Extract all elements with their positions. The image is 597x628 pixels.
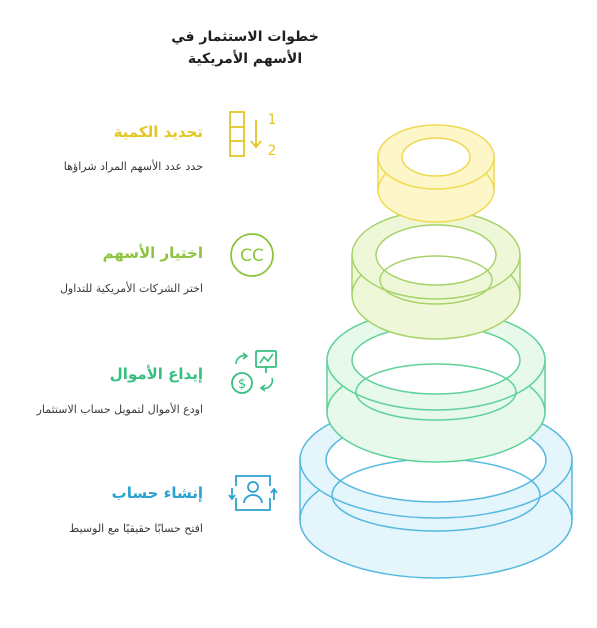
step-account-heading: إنشاء حساب [111,484,203,502]
quantity-icon-label-bottom: 2 [268,143,277,159]
step-stock-selection-description: اختر الشركات الأمريكية للتداول [59,282,203,295]
ring-quantity [377,124,495,223]
step-quantity-heading: تحديد الكمية [113,123,203,141]
svg-text:$: $ [238,377,246,392]
step-account-description: افتح حسابًا حقيقيًا مع الوسيط [69,522,203,535]
stock-selection-icon: CC [230,233,274,277]
ring-deposit [326,309,546,463]
ring-stock-selection [351,210,521,340]
step-deposit-description: اودع الأموال لتمويل حساب الاستثمار [36,403,203,416]
stock-selection-icon-label: CC [240,246,264,266]
step-deposit-heading: إيداع الأموال [109,365,203,383]
quantity-icon: 1 2 [229,111,277,159]
deposit-funds-icon: $ [231,350,277,394]
account-icon [228,475,278,511]
step-quantity-description: حدد عدد الأسهم المراد شراؤها [63,160,203,173]
quantity-icon-label-top: 1 [268,112,277,128]
step-stock-selection-heading: اختيار الأسهم [102,244,203,262]
diagram-title: خطوات الاستثمار في الأسهم الأمريكية [171,29,319,67]
